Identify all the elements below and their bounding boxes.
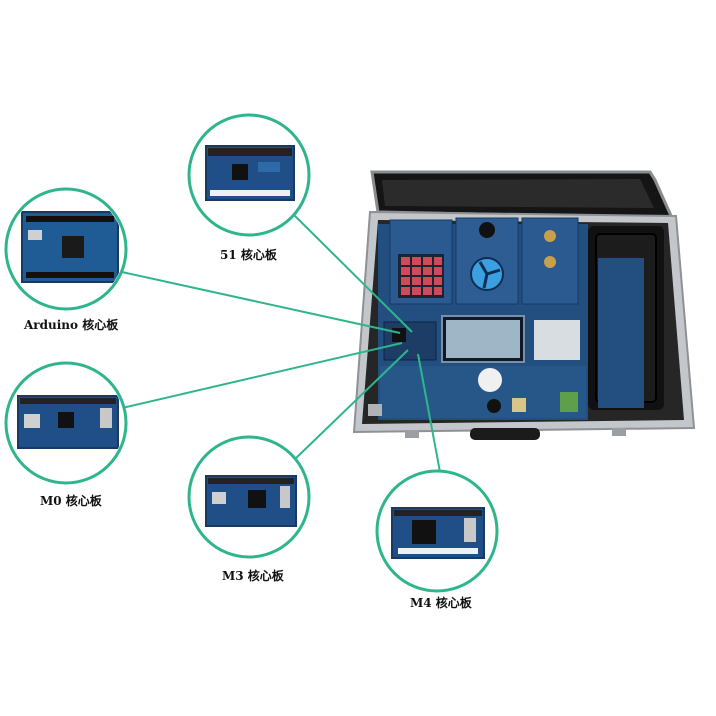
callout-m3	[187, 435, 311, 559]
label-arduino-core-board: Arduino 核心板	[24, 318, 119, 332]
callout-m0	[4, 361, 128, 485]
case-handle	[470, 428, 540, 440]
connector-lines	[121, 212, 441, 473]
callout-arduino	[4, 187, 128, 311]
label-51-core-board: 51 核心板	[220, 248, 277, 262]
label-m4-core-board: M4 核心板	[410, 596, 472, 610]
callout-51	[187, 113, 311, 237]
buzzer-icon	[478, 368, 502, 392]
label-m0-core-board: M0 核心板	[40, 494, 102, 508]
label-m3-core-board: M3 核心板	[222, 569, 284, 583]
callout-m4	[375, 469, 499, 593]
led-matrix	[534, 320, 580, 360]
main-board	[368, 217, 644, 420]
